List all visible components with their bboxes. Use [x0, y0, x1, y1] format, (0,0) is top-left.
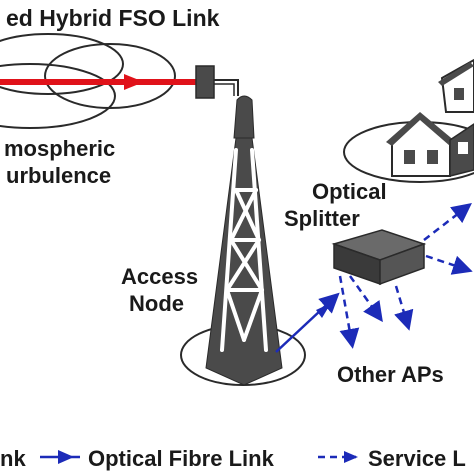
service-link-ap2: [394, 285, 414, 331]
turbulence-cells: [0, 33, 176, 129]
legend-fibre-arrow-icon: [58, 450, 74, 464]
service-link-right: [425, 254, 473, 275]
turbulence-ellipse: [44, 43, 176, 109]
fso-laser-beam: [0, 74, 196, 90]
house-icon: [438, 58, 474, 113]
service-links: [338, 202, 473, 349]
house-icon: [386, 112, 474, 177]
splitter-label-line2: Splitter: [284, 206, 360, 231]
service-link-house: [423, 202, 472, 241]
service-link-ap3: [338, 275, 360, 349]
fibre-link-tower-splitter: [275, 292, 340, 353]
legend-fso-label: nk: [0, 446, 26, 471]
legend: nk Optical Fibre Link Service L: [0, 446, 466, 471]
access-node-label-line2: Node: [129, 291, 184, 316]
houses-cluster: [343, 58, 474, 183]
splitter-label-line1: Optical: [312, 179, 387, 204]
other-aps-label: Other APs: [337, 362, 444, 387]
service-link-ap1: [348, 275, 383, 323]
fibre-arrow-icon: [316, 303, 331, 318]
access-node-tower: [180, 95, 306, 386]
laser-arrow-icon: [124, 74, 144, 90]
access-node-label-line1: Access: [121, 264, 198, 289]
atmospheric-label-line1: mospheric: [4, 136, 115, 161]
legend-service-label: Service L: [368, 446, 466, 471]
fso-transceiver: [195, 65, 239, 99]
atmospheric-label-line2: urbulence: [6, 163, 111, 188]
turbulence-ellipse: [0, 33, 124, 95]
diagram-title: ed Hybrid FSO Link: [6, 5, 220, 31]
legend-fibre-label: Optical Fibre Link: [88, 446, 275, 471]
turbulence-ellipse: [0, 63, 116, 129]
optical-splitter-box: [331, 229, 427, 286]
legend-service-arrow-icon: [344, 451, 358, 463]
